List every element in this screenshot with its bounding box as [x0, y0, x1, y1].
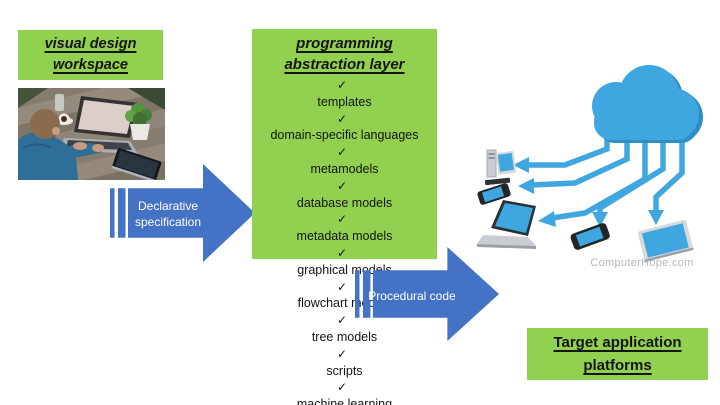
abstraction-item-label: tree models	[311, 329, 378, 344]
cloud-devices-graphic	[477, 65, 703, 263]
watermark-text: ComputerHope.com	[590, 257, 694, 269]
check-icon: ✓	[336, 313, 348, 328]
target-platforms-label-line1: Target application	[553, 334, 682, 351]
procedural-arrow-shape	[355, 247, 499, 341]
abstraction-item: ✓ scripts	[270, 346, 418, 380]
abstraction-item-label: machine learning	[296, 397, 393, 405]
abstraction-title-line1: programming	[296, 35, 393, 52]
procedural-label: Procedural code	[368, 289, 456, 303]
abstraction-item-label: database models	[296, 195, 393, 210]
declarative-label-line1: Declarative	[137, 199, 199, 213]
abstraction-title-line2: abstraction layer	[284, 56, 405, 73]
declarative-label-line2: specification	[134, 215, 202, 229]
check-icon: ✓	[336, 212, 348, 227]
visual-design-workspace-label-line1: visual design	[44, 36, 137, 52]
check-icon: ✓	[336, 178, 348, 193]
target-platforms-label-line2: platforms	[583, 357, 652, 374]
abstraction-item: ✓ database models	[270, 178, 418, 212]
abstraction-item: ✓ templates	[270, 77, 418, 111]
procedural-arrow-label: Procedural code	[366, 288, 458, 304]
programming-abstraction-layer-box: programming abstraction layer ✓ templates…	[252, 29, 437, 405]
visual-design-workspace-label-line2: workspace	[53, 57, 128, 73]
abstraction-item-label: templates	[317, 94, 372, 109]
abstraction-item-label: metamodels	[310, 161, 379, 176]
abstraction-item-label: metadata models	[296, 229, 393, 244]
abstraction-item-label: domain-specific languages	[270, 128, 419, 143]
abstraction-item: ✓ metadata models	[270, 211, 418, 245]
abstraction-item: ✓tree models	[270, 312, 418, 346]
check-icon: ✓	[336, 380, 348, 395]
target-platforms-box: Target application platforms	[527, 328, 708, 380]
check-icon: ✓	[336, 111, 348, 126]
abstraction-item-label: scripts	[326, 363, 363, 378]
visual-design-workspace-box: visual design workspace	[18, 30, 163, 80]
check-icon: ✓	[336, 346, 348, 361]
check-icon: ✓	[336, 279, 348, 294]
abstraction-item: ✓ machine learning	[270, 379, 418, 405]
abstraction-item: ✓ domain-specific languages	[270, 111, 418, 145]
abstraction-items-list: ✓templates✓domain-specific languages✓met…	[270, 77, 418, 405]
check-icon: ✓	[336, 78, 348, 92]
declarative-arrow-shape	[110, 164, 255, 262]
cloud-illustration	[465, 45, 717, 275]
abstraction-title: programming abstraction layer	[284, 33, 404, 75]
abstraction-item: ✓metamodels	[270, 144, 418, 178]
check-icon: ✓	[336, 145, 348, 160]
declarative-arrow-label: Declarative specification	[124, 198, 212, 230]
check-icon: ✓	[336, 245, 348, 260]
